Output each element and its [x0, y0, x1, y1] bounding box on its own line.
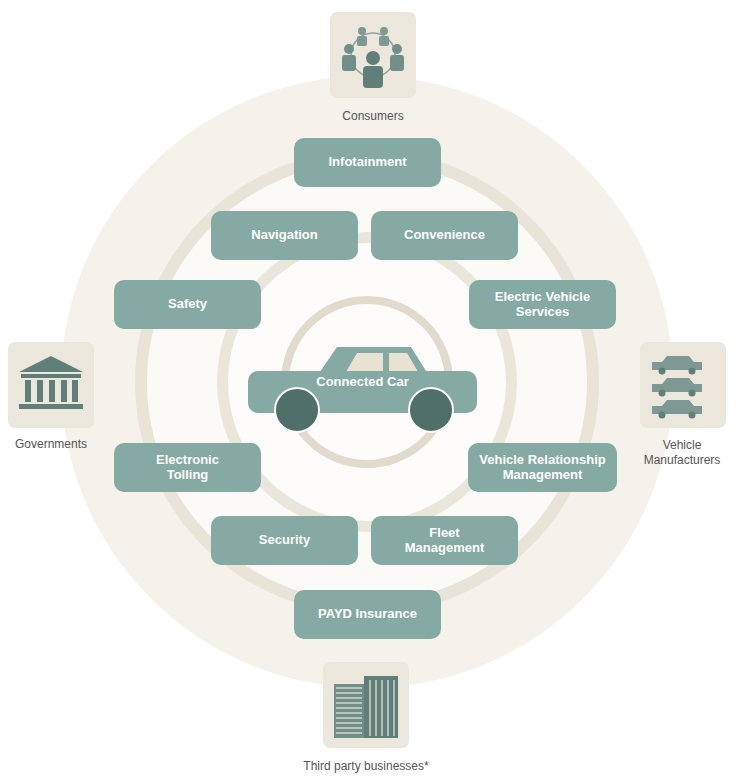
service-box: Fleet Management — [371, 516, 518, 565]
governments-icon — [8, 342, 94, 428]
stakeholder-name: Governments — [15, 437, 87, 452]
rings — [61, 76, 673, 688]
stakeholder-name: Vehicle Manufacturers — [637, 438, 727, 468]
window-stripe — [336, 722, 362, 723]
stakeholder-label: Vehicle Manufacturers — [632, 342, 732, 468]
service-box: Electric Vehicle Services — [469, 280, 616, 329]
business-icon — [323, 662, 409, 748]
stakeholder-label: Governments — [2, 342, 100, 452]
stakeholder-label: Consumers — [313, 12, 433, 124]
service-name: Security — [259, 533, 310, 547]
service-name: Electronic Tolling — [148, 453, 228, 482]
middle-ring-inner — [147, 162, 587, 602]
consumers-icon — [330, 12, 416, 98]
service-box: Convenience — [371, 211, 518, 260]
car-wheel — [275, 388, 319, 432]
service-name: Fleet Management — [395, 526, 495, 555]
window-stripe — [336, 692, 362, 693]
stakeholder-name: Third party businesses* — [303, 759, 428, 774]
window-stripe — [336, 727, 362, 728]
service-name: Electric Vehicle Services — [483, 290, 603, 319]
window-stripe — [336, 707, 362, 708]
window-stripe — [336, 717, 362, 718]
window-stripe — [336, 687, 362, 688]
car-wheel — [409, 388, 453, 432]
window-stripe — [381, 680, 382, 736]
outer-ring — [61, 76, 673, 688]
window-stripe — [375, 680, 376, 736]
window-stripe — [369, 680, 370, 736]
service-box: Infotainment — [294, 138, 441, 187]
service-box: Security — [211, 516, 358, 565]
window-stripe — [336, 702, 362, 703]
window-stripe — [393, 680, 394, 736]
window-stripe — [336, 697, 362, 698]
car-label: Connected Car — [245, 374, 480, 389]
service-box: Vehicle Relationship Management — [468, 443, 617, 492]
window-stripe — [336, 732, 362, 733]
service-name: Convenience — [404, 228, 485, 242]
stakeholder-name: Consumers — [342, 109, 403, 124]
service-name: Vehicle Relationship Management — [473, 453, 612, 482]
manufacturers-icon — [640, 342, 726, 428]
service-name: Navigation — [251, 228, 317, 242]
window-stripe — [387, 680, 388, 736]
service-name: Safety — [168, 297, 207, 311]
service-box: Electronic Tolling — [114, 443, 261, 492]
service-box: Safety — [114, 280, 261, 329]
service-box: PAYD Insurance — [294, 590, 441, 639]
window-stripe — [336, 712, 362, 713]
service-name: Infotainment — [329, 155, 407, 169]
inner-ring-inner — [228, 243, 506, 521]
service-box: Navigation — [211, 211, 358, 260]
stakeholder-label: Third party businesses* — [296, 662, 436, 774]
service-name: PAYD Insurance — [318, 607, 417, 621]
middle-ring — [135, 150, 599, 614]
connected-car: Connected Car — [245, 335, 480, 435]
